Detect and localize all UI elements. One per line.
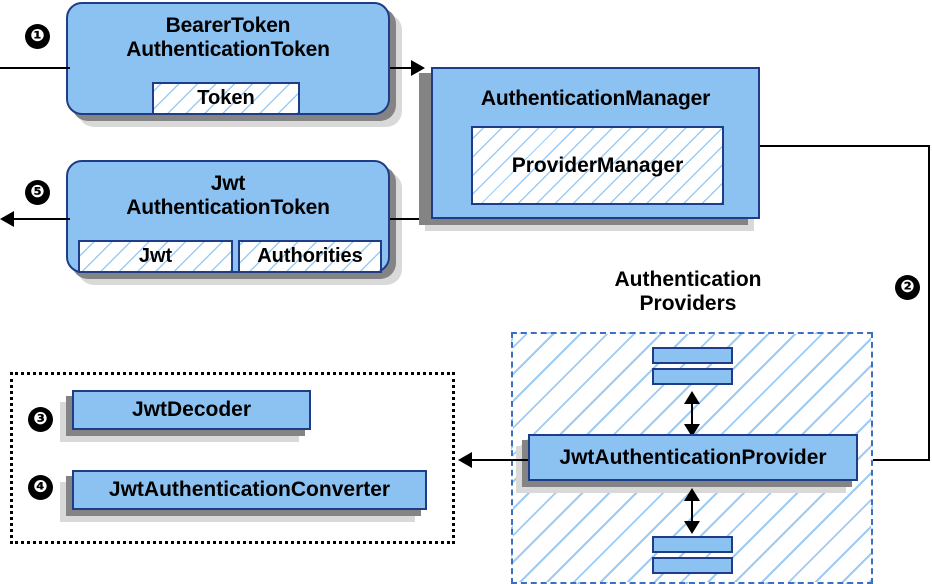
provider-manager-label: ProviderManager: [511, 153, 684, 177]
connector-manager-to-jwt-token: [390, 218, 432, 220]
authentication-manager-box[interactable]: AuthenticationManager ProviderManager: [431, 67, 760, 219]
authentication-providers-label: Authentication Providers: [563, 268, 813, 316]
provider-stub-bar-top-1: [652, 347, 733, 364]
arrow-down-bottom-provider: [684, 521, 700, 534]
badge-4-label: ❹: [33, 477, 48, 497]
jwt-authentication-provider-box[interactable]: JwtAuthenticationProvider: [528, 434, 858, 481]
connector-bottom-provider-vertical: [691, 493, 693, 525]
jwt-support-components-region: [10, 372, 455, 544]
badge-5: ❺: [25, 180, 50, 205]
connector-right-vertical: [928, 145, 930, 461]
connector-bearer-to-manager: [390, 67, 418, 69]
provider-stub-bar-top-2: [652, 368, 733, 385]
bearer-token-title-line1: BearerToken: [165, 14, 291, 37]
jwt-token-title: Jwt AuthenticationToken: [126, 172, 330, 219]
badge-2: ❷: [895, 275, 920, 300]
jwt-decoder-title: JwtDecoder: [131, 398, 252, 421]
provider-stub-bar-bottom-1: [652, 536, 733, 553]
jwt-token-field-jwt: Jwt: [78, 240, 233, 273]
bearer-token-field-token-label: Token: [197, 87, 255, 109]
jwt-token-field-authorities-label: Authorities: [257, 245, 363, 267]
connector-incoming-bearer-token: [0, 67, 70, 69]
arrow-bearer-to-manager: [411, 60, 425, 76]
provider-stub-bar-bottom-2: [652, 557, 733, 574]
connector-manager-right: [760, 145, 930, 147]
bearer-token-authentication-token-box[interactable]: BearerToken AuthenticationToken Token: [66, 2, 390, 115]
connector-provider-to-dotted-region: [472, 459, 528, 461]
authentication-manager-title: AuthenticationManager: [480, 87, 711, 110]
badge-2-label: ❷: [900, 277, 915, 297]
providers-label-line2: Providers: [639, 292, 737, 316]
jwt-token-field-authorities: Authorities: [238, 240, 382, 273]
badge-3-label: ❸: [33, 409, 48, 429]
providers-label-line1: Authentication: [614, 268, 762, 291]
bearer-token-field-token: Token: [152, 82, 300, 115]
jwt-token-title-line1: Jwt: [210, 172, 246, 195]
badge-1: ❶: [25, 24, 50, 49]
bearer-token-title: BearerToken AuthenticationToken: [126, 14, 330, 61]
jwt-token-title-line2: AuthenticationToken: [126, 195, 330, 219]
arrow-down-top-provider: [684, 424, 700, 437]
jwt-decoder-box[interactable]: JwtDecoder: [72, 390, 311, 430]
connector-into-provider: [872, 459, 930, 461]
badge-5-label: ❺: [30, 182, 45, 202]
jwt-authentication-token-box[interactable]: Jwt AuthenticationToken Jwt Authorities: [66, 160, 390, 273]
jwt-authentication-provider-title: JwtAuthenticationProvider: [559, 445, 827, 469]
connector-jwt-token-outgoing: [14, 218, 70, 220]
arrow-provider-to-dotted-region: [458, 452, 472, 468]
arrow-jwt-token-outgoing: [0, 211, 14, 227]
jwt-token-field-jwt-label: Jwt: [138, 245, 173, 267]
authentication-manager-field-provider-manager: ProviderManager: [471, 126, 724, 205]
jwt-authentication-converter-box[interactable]: JwtAuthenticationConverter: [72, 470, 427, 510]
badge-3: ❸: [28, 407, 53, 432]
jwt-authentication-converter-title: JwtAuthenticationConverter: [108, 478, 391, 501]
bearer-token-title-line2: AuthenticationToken: [126, 37, 330, 61]
badge-1-label: ❶: [30, 26, 45, 46]
badge-4: ❹: [28, 475, 53, 500]
connector-top-provider-vertical: [691, 396, 693, 430]
